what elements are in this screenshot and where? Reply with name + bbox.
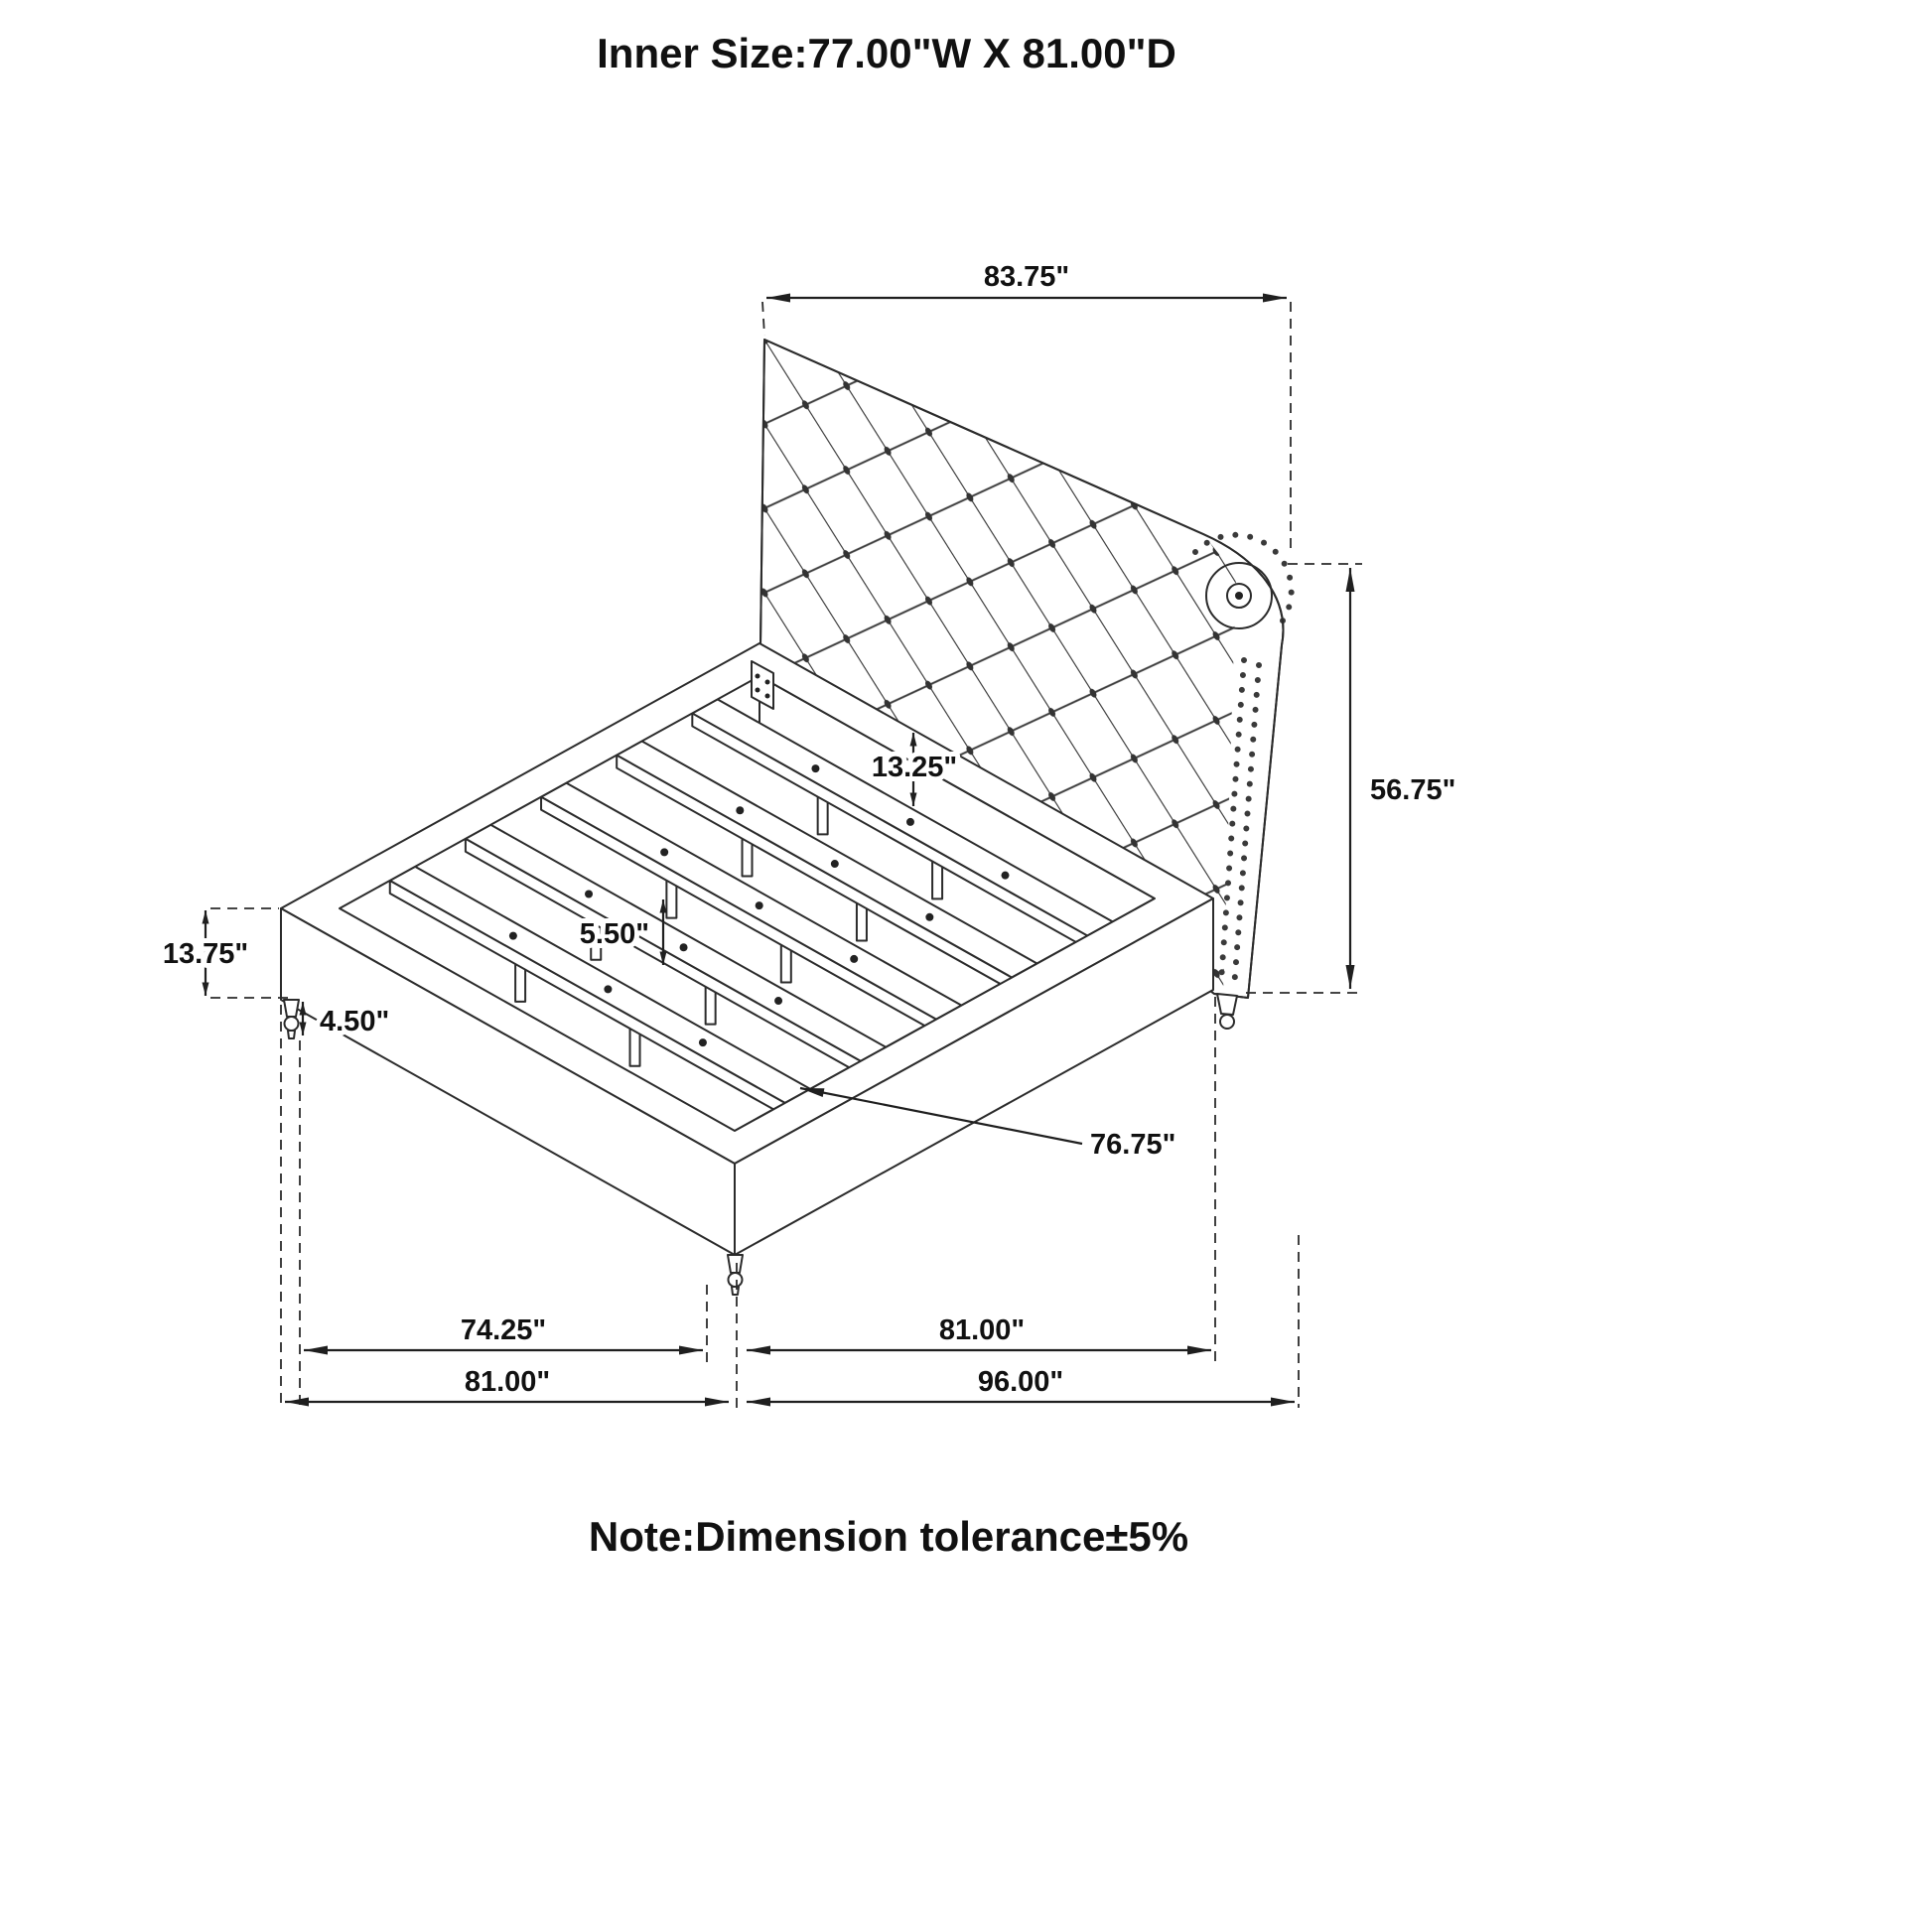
dim-leg-height: 4.50" [320, 1006, 389, 1037]
outer-face-front-rail [734, 897, 1214, 1256]
scroll-edge [1192, 531, 1295, 632]
dim-leg-span: 74.25" [461, 1314, 546, 1346]
nailhead-trim-scroll [1192, 531, 1295, 632]
left-corner-leg [283, 999, 300, 1039]
dim-slat-length: 76.75" [1090, 1129, 1175, 1161]
dimension-annotations: 83.75" 56.75" 13.25" 13.75" 4.50" 5.50" … [158, 256, 1460, 1410]
dim-overall-depth: 96.00" [978, 1366, 1063, 1398]
tufting-pattern [760, 340, 1236, 993]
dim-headboard-width: 83.75" [984, 261, 1069, 293]
nailhead-trim-outer [1231, 662, 1262, 991]
dim-frame-height: 13.75" [163, 938, 248, 970]
dim-frame-width: 81.00" [465, 1366, 550, 1398]
dim-side-rail-length: 81.00" [939, 1314, 1025, 1346]
inner-size-title: Inner Size:77.00"W X 81.00"D [597, 30, 1176, 76]
headboard-tufted-panel [759, 339, 1295, 1030]
mounting-bracket [751, 660, 774, 710]
dim-headboard-height: 56.75" [1370, 774, 1455, 806]
dim-slat-height: 5.50" [580, 918, 649, 950]
nailhead-trim-inner [1218, 657, 1247, 984]
front-corner-leg [727, 1254, 744, 1296]
dim-headboard-to-slat: 13.25" [872, 752, 957, 783]
bed-frame-platform [280, 642, 1214, 1296]
headboard-leg [1216, 993, 1238, 1030]
slat-assembly [388, 698, 1114, 1117]
tolerance-note: Note:Dimension tolerance±5% [588, 1513, 1189, 1560]
